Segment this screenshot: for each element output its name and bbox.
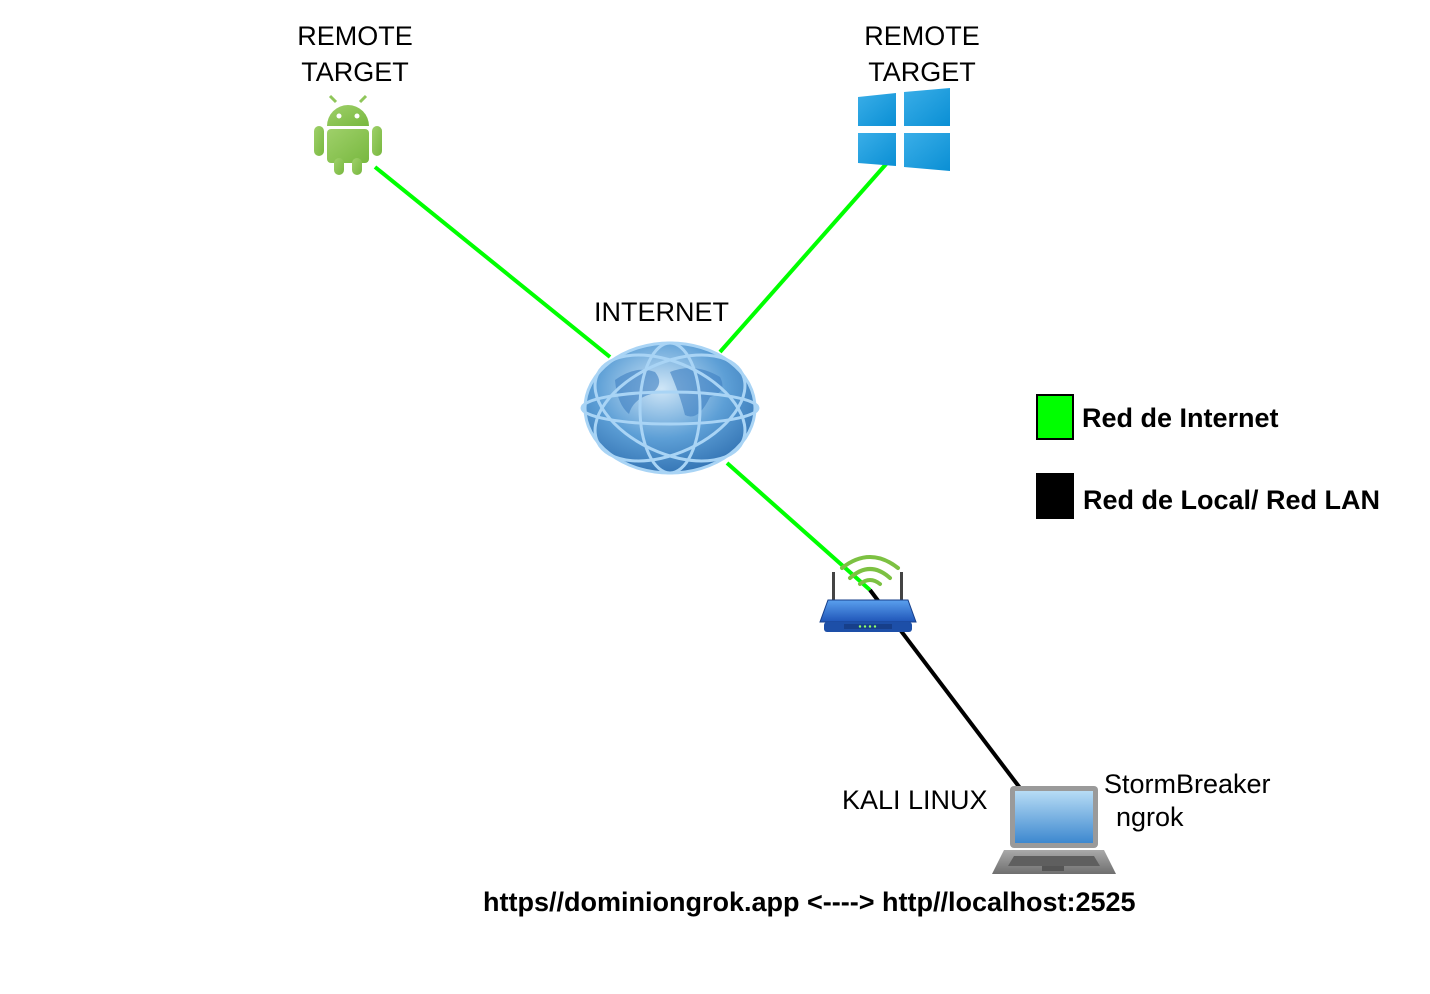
wifi-router-icon xyxy=(819,555,917,632)
windows-target-label: REMOTE TARGET xyxy=(822,18,1022,90)
link-windows-internet xyxy=(718,161,889,354)
legend-label-lan: Red de Local/ Red LAN xyxy=(1083,485,1381,515)
internet-label: INTERNET xyxy=(594,297,729,327)
tools-label-stormbreaker: StormBreaker xyxy=(1104,769,1271,799)
android-label-line2: TARGET xyxy=(301,57,409,87)
globe-icon xyxy=(580,341,760,475)
legend-swatch-lan xyxy=(1036,473,1074,519)
legend-swatch-internet xyxy=(1036,394,1074,440)
link-android-internet xyxy=(373,165,612,359)
android-icon xyxy=(314,94,382,175)
tunnel-mapping-text: https//dominiongrok.app <----> http//loc… xyxy=(483,887,1136,917)
windows-label-line1: REMOTE xyxy=(864,21,980,51)
tools-label-ngrok: ngrok xyxy=(1116,802,1184,832)
legend-label-internet: Red de Internet xyxy=(1082,403,1279,433)
windows-label-line2: TARGET xyxy=(868,57,976,87)
windows-icon xyxy=(858,88,950,171)
android-target-label: REMOTE TARGET xyxy=(255,18,455,90)
android-label-line1: REMOTE xyxy=(297,21,413,51)
kali-linux-label: KALI LINUX xyxy=(842,785,988,815)
link-internet-router xyxy=(725,461,872,592)
laptop-icon xyxy=(992,786,1116,874)
